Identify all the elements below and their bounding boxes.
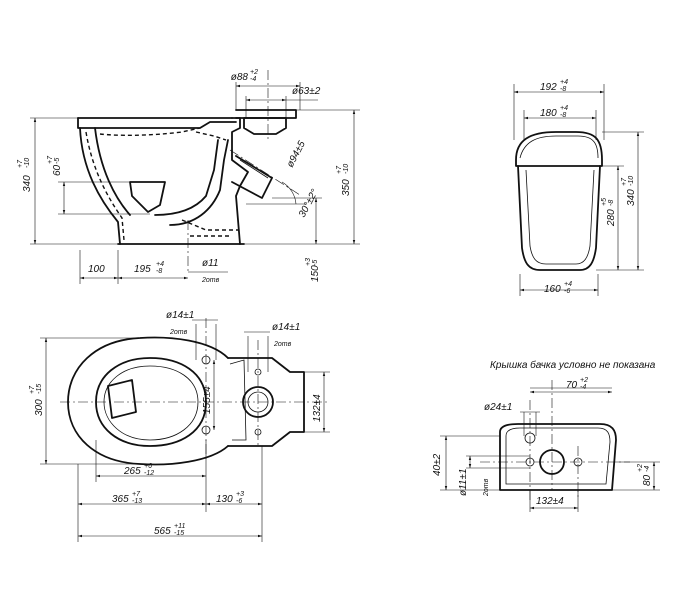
- holes-2-b-label: 2отв: [273, 341, 292, 348]
- toilet-side-view: ø88 +2 -4 ø63±2 ø94±5 30°±2° 340 +7 -10 …: [17, 69, 360, 284]
- toilet-top-centerlines: [60, 318, 330, 460]
- tank-top-view: Крышка бачка условно не показана: [432, 359, 660, 512]
- height-60-tol-top: +7: [47, 155, 54, 164]
- toilet-side-outline: [77, 109, 297, 245]
- tank-top-outline: [499, 423, 617, 491]
- top-width-130-tol-top: +3: [236, 491, 244, 498]
- top-width-365-label: 365: [112, 494, 129, 505]
- hole-14-b-label: ø14±1: [272, 322, 300, 333]
- tank-top-width-70-tol-top: +2: [580, 377, 588, 384]
- tank-top-height-80-tol-top: +2: [637, 464, 644, 472]
- hole-14-a-label: ø14±1: [166, 310, 194, 321]
- tank-width-192-tol-top: +4: [560, 79, 568, 86]
- width-195-tol-bottom: -8: [156, 268, 162, 275]
- tank-width-160-tol-bottom: -6: [564, 288, 570, 295]
- height-340-tol-bottom: -10: [24, 158, 31, 168]
- top-width-130-tol-bottom: -6: [236, 498, 242, 505]
- tank-width-192-label: 192: [540, 82, 557, 93]
- tank-top-width-70-label: 70: [566, 380, 578, 391]
- height-150-tol-bottom: -5: [312, 260, 319, 266]
- toilet-side-dimensions: [30, 82, 360, 284]
- tank-width-180-label: 180: [540, 108, 557, 119]
- tank-side-view: 192 +4 -8 180 +4 -8 160 +4 -6 280 +5 -8 …: [513, 79, 644, 296]
- top-width-130-label: 130: [216, 494, 233, 505]
- height-60-tol-bottom: -5: [54, 158, 61, 164]
- tank-top-width-70-tol-bottom: -4: [580, 384, 586, 391]
- tank-top-dimensions: [440, 387, 660, 512]
- top-width-565-label: 565: [154, 526, 171, 537]
- height-150-tol-top: +3: [305, 258, 312, 266]
- tank-width-192-tol-bottom: -8: [560, 86, 566, 93]
- top-height-300-label: 300: [34, 399, 45, 416]
- tank-top-hole-11-label: ø11±1: [458, 468, 469, 496]
- top-width-265-label: 265: [123, 466, 141, 477]
- top-width-365-tol-bottom: -13: [132, 498, 142, 505]
- diameter-88-label: ø88: [231, 72, 249, 83]
- tank-height-340-label: 340: [626, 189, 637, 206]
- height-340-tol-top: +7: [17, 159, 24, 168]
- diameter-94-label: ø94±5: [285, 139, 308, 170]
- height-350-label: 350: [341, 179, 352, 196]
- top-height-132-label: 132±4: [312, 394, 323, 422]
- tank-top-labels: 70 +2 -4 ø24±1 40±2 ø11±1 2отв 80 +2 -4 …: [432, 377, 653, 507]
- height-150-label: 150: [310, 265, 321, 282]
- tank-top-hole-24-label: ø24±1: [484, 402, 512, 413]
- diameter-63-label: ø63±2: [292, 86, 321, 97]
- tank-side-outline: [515, 131, 603, 271]
- toilet-side-centerlines: [187, 70, 301, 272]
- tank-side-labels: 192 +4 -8 180 +4 -8 160 +4 -6 280 +5 -8 …: [540, 79, 637, 295]
- width-100-label: 100: [88, 264, 105, 275]
- top-height-300-tol-top: +7: [29, 385, 36, 394]
- top-height-300-tol-bottom: -15: [36, 384, 43, 394]
- top-width-265-tol-top: +6: [144, 463, 152, 470]
- toilet-side-labels: ø88 +2 -4 ø63±2 ø94±5 30°±2° 340 +7 -10 …: [17, 69, 352, 284]
- tank-top-height-40-label: 40±2: [432, 453, 443, 476]
- holes-2-label: 2отв: [201, 277, 220, 284]
- toilet-top-dimensions: [40, 319, 330, 542]
- diameter-11-label: ø11: [202, 258, 219, 269]
- tank-top-height-80-label: 80: [642, 474, 653, 486]
- diameter-88-tol-top: +2: [250, 69, 258, 76]
- tank-top-centerlines: [480, 380, 630, 500]
- tank-width-180-tol-top: +4: [560, 105, 568, 112]
- toilet-top-labels: ø14±1 2отв ø14±1 2отв 300 +7 -15 155±4 1…: [29, 310, 323, 537]
- tank-lid-note: Крышка бачка условно не показана: [490, 359, 656, 371]
- width-195-label: 195: [134, 264, 151, 275]
- top-width-365-tol-top: +7: [132, 491, 141, 498]
- height-350-tol-top: +7: [336, 165, 343, 174]
- tank-top-width-132-label: 132±4: [536, 496, 564, 507]
- top-width-265-tol-bottom: -12: [144, 470, 154, 477]
- top-height-155-label: 155±4: [202, 386, 213, 414]
- angle-30-label: 30°±2°: [297, 188, 321, 220]
- tank-side-dimensions: [513, 84, 644, 296]
- tank-width-160-label: 160: [544, 284, 561, 295]
- top-width-565-tol-top: +11: [174, 523, 185, 530]
- tank-height-340-tol-top: +7: [621, 177, 628, 186]
- toilet-top-view: ø14±1 2отв ø14±1 2отв 300 +7 -15 155±4 1…: [29, 310, 330, 542]
- tank-width-180-tol-bottom: -8: [560, 112, 566, 119]
- top-width-565-tol-bottom: -15: [174, 530, 184, 537]
- diameter-88-tol-bottom: -4: [250, 76, 256, 83]
- tank-height-280-tol-top: +5: [601, 198, 608, 206]
- holes-2-a-label: 2отв: [169, 329, 188, 336]
- height-340-label: 340: [22, 175, 33, 192]
- height-60-label: 60: [52, 164, 63, 176]
- tank-height-280-tol-bottom: -8: [608, 200, 615, 206]
- width-195-tol-top: +4: [156, 261, 164, 268]
- toilet-top-outline: [67, 336, 305, 466]
- tank-height-340-tol-bottom: -10: [628, 176, 635, 186]
- tank-width-160-tol-top: +4: [564, 281, 572, 288]
- height-350-tol-bottom: -10: [343, 164, 350, 174]
- tank-top-holes-2-label: 2отв: [483, 478, 490, 497]
- tank-height-280-label: 280: [606, 209, 617, 227]
- tank-top-height-80-tol-bottom: -4: [644, 466, 651, 472]
